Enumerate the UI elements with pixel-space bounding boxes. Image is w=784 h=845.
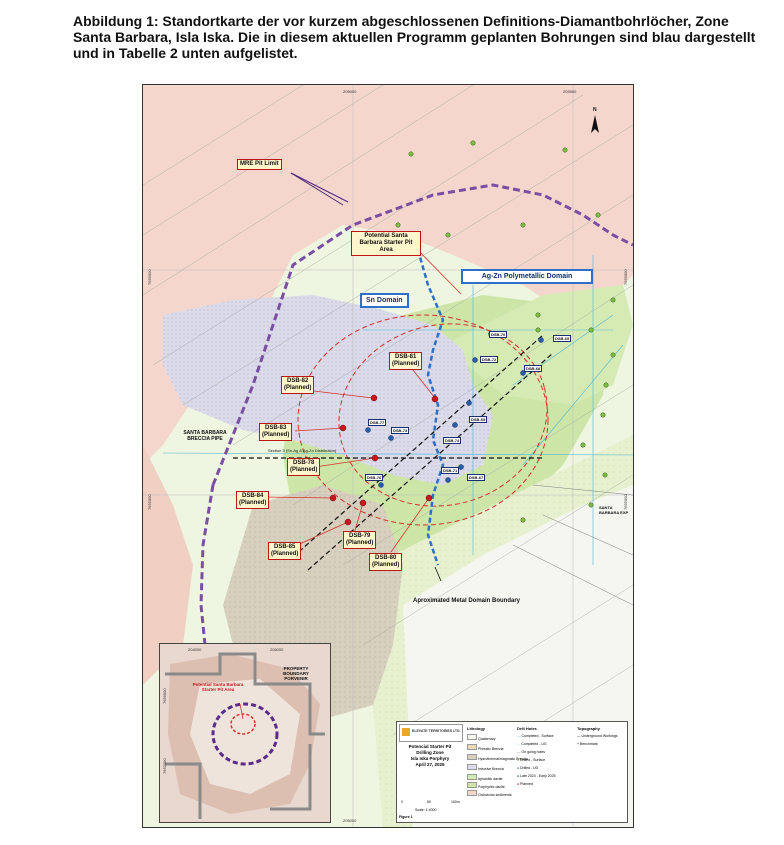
section-3-label: Section 3 (Sn-Ag & Ag-Zn Distribution) [268,448,337,453]
callout-dsb-79: DSB-79(Planned) [343,531,377,549]
tag-dsb-74: DSB-74 [443,437,462,444]
benchmark-icon: + [577,742,580,746]
line-underground-icon: — [577,734,581,738]
scale-unit: m [457,800,460,804]
tag-dsb-76: DSB-76 [365,474,384,481]
scale-tick-50: 50 [427,800,431,804]
line-completed-surface-icon: — [517,734,521,738]
swatch-aphanitic [467,774,477,780]
callout-dsb-80: DSB-80(Planned) [369,553,403,571]
swatch-phreatic [467,744,477,750]
callout-dsb-78: DSB-78(Planned) [287,458,321,476]
callout-dsb-82: DSB-82(Planned) [281,376,315,394]
callout-dsb-84: DSB-84(Planned) [236,491,270,509]
inset-x-tick-2: 206000 [270,647,284,652]
callout-dsb-81: DSB-81(Planned) [389,352,423,370]
topography-title: Topography [577,726,600,731]
grid-y-right-1: 7655000 [623,269,628,285]
starter-pit-outline-inner [338,323,548,507]
callout-dsb-85: DSB-85(Planned) [268,542,302,560]
dot-late-2024-icon: ● [517,774,520,778]
ag-zn-domain-label: Ag-Zn Polymetallic Domain [461,269,593,284]
metal-domain-boundary [416,249,445,566]
tag-dsb-69: DSB-69 [553,335,572,342]
breccia-pipe-label: SANTA BARBARA BRECCIA PIPE [183,430,227,442]
inset-y-tick-1: 7656000 [162,688,167,704]
domain-boundary-label: Aproximated Metal Domain Boundary [413,598,521,604]
inset-starter-pit-label: Potential Santa Barbara Starter Pit Area [192,682,244,692]
swatch-quaternary [467,734,477,740]
figure-number: Figure 1 [399,815,413,819]
sn-domain-label: Sn Domain [360,293,409,308]
tag-dsb-71: DSB-71 [441,467,460,474]
breccia-pipe-area [163,295,493,485]
inset-canvas [160,644,330,822]
mre-pit-limit-label: MRE Pit Limit [237,159,282,170]
inset-x-tick-1: 204000 [188,647,202,652]
dot-planned-icon: ● [517,782,520,786]
tag-dsb-73: DSB-73 [391,427,410,434]
section-2-line [307,352,554,571]
tag-dsb-67: DSB-67 [467,474,486,481]
grid-x-top-1: 205000 [343,89,357,94]
grid-x-bottom-1: 205000 [343,818,357,823]
callout-dsb-83: DSB-83(Planned) [259,423,293,441]
swatch-porphyritic [467,782,477,788]
inset-y-tick-2: 7652000 [162,758,167,774]
scale-text: Scale: 1:4000 [415,808,437,812]
tag-dsb-68: DSB-68 [524,365,543,372]
tag-dsb-77: DSB-77 [368,419,387,426]
north-label: N [593,107,597,113]
scale-tick-100: 100 [451,800,457,804]
tag-dsb-72: DSB-72 [480,356,499,363]
swatch-ordovician [467,790,477,796]
line-ongoing-icon: — [517,750,521,754]
location-map: 205000 205500 205000 205500 7655000 7655… [142,84,634,828]
grid-x-top-2: 205500 [563,89,577,94]
dot-drilled-ug-icon: ● [517,766,520,770]
grid-y-left-2: 7655000 [147,494,152,510]
line-completed-ug-icon: - - [517,742,521,746]
dot-drilled-surface-icon: ● [517,758,520,762]
grid-y-left-1: 7655000 [147,269,152,285]
figure-caption: Abbildung 1: Standortkarte der vor kurze… [73,13,756,61]
starter-pit-label: Potential Santa Barbara Starter Pit Area [351,231,421,256]
starter-pit-outline [297,314,549,526]
lithology-title: Lithology [467,726,485,731]
drill-holes-title: Drill Holes [517,726,537,731]
inset-map: Potential Santa Barbara Starter Pit Area… [159,643,331,823]
tag-dsb-65: DSB-65 [469,416,488,423]
inset-property-label: PROPERTY BOUNDARY PORVENIR [283,666,309,681]
ordovician-area [143,85,633,465]
mre-pit-limit-line [211,183,633,486]
ordovician-area-west [143,445,193,685]
company-logo: ELEVATE TERRITORIES LTD. [399,724,463,742]
swatch-intrusive [467,764,477,770]
scale-tick-0: 0 [401,800,403,804]
tag-dsb-70: DSB-70 [489,331,508,338]
aphanitic-dacite [443,285,633,405]
east-edge-label: SANTA BARBARA EXP [599,505,629,515]
swatch-hydrothermal [467,754,477,760]
logo-icon [402,728,410,736]
map-legend: ELEVATE TERRITORIES LTD. Potencial Start… [396,721,628,823]
north-arrow-icon [591,115,599,133]
mre-pit-limit-line-south [199,484,215,646]
